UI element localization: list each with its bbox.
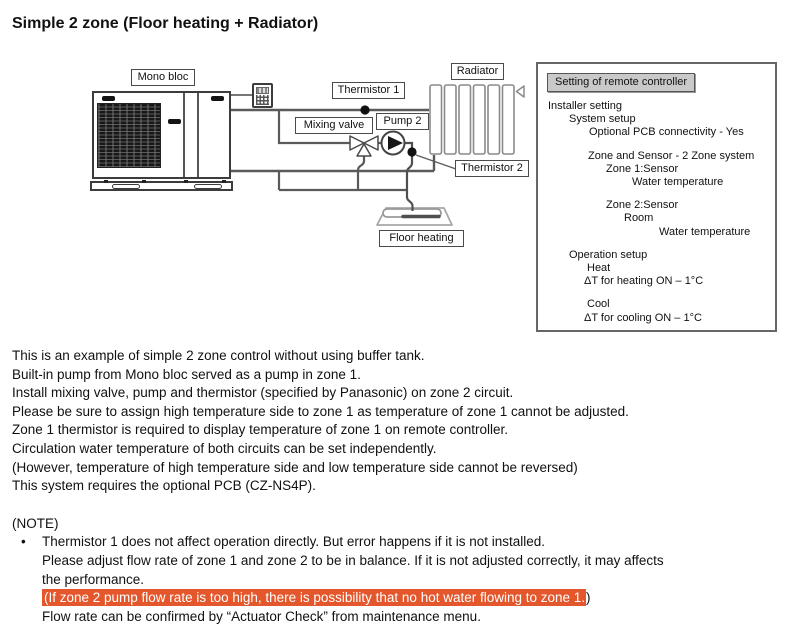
body-line: (However, temperature of high temperatur… bbox=[12, 459, 578, 475]
panel-divider bbox=[183, 93, 185, 177]
highlighted-warning: (If zone 2 pump flow rate is too high, t… bbox=[42, 589, 587, 607]
radiator-bleed-valve-icon bbox=[515, 85, 525, 98]
body-line: Zone 1 thermistor is required to display… bbox=[12, 422, 508, 438]
thermistor2-leader bbox=[415, 154, 457, 170]
note-highlight-line: (If zone 2 pump flow rate is too high, t… bbox=[12, 589, 798, 608]
settings-line: Water temperature bbox=[659, 225, 751, 238]
piping-lineart bbox=[231, 84, 525, 226]
settings-line: Operation setup bbox=[569, 248, 648, 261]
mixing-valve-icon bbox=[349, 135, 379, 157]
system-diagram: Mono bloc Thermistor 1 Mixing valve Pump… bbox=[90, 62, 777, 332]
settings-line: Cool bbox=[587, 298, 610, 311]
bullet-icon: • bbox=[21, 534, 26, 550]
body-line: This system requires the optional PCB (C… bbox=[12, 478, 316, 494]
label-pump2: Pump 2 bbox=[376, 113, 429, 130]
body-line: This is an example of simple 2 zone cont… bbox=[12, 348, 425, 363]
settings-line: Zone 2:Sensor bbox=[606, 199, 679, 212]
description-text: This is an example of simple 2 zone cont… bbox=[12, 347, 798, 626]
note-heading: (NOTE) bbox=[12, 515, 59, 531]
label-thermistor1: Thermistor 1 bbox=[332, 82, 405, 99]
note-line: Thermistor 1 does not affect operation d… bbox=[42, 534, 546, 550]
note-bullet-item: • Thermistor 1 does not affect operation… bbox=[12, 533, 798, 552]
label-radiator: Radiator bbox=[451, 63, 504, 80]
radiator-icon bbox=[429, 84, 515, 155]
settings-line: Heat bbox=[587, 262, 611, 275]
settings-line: ΔT for heating ON – 1°C bbox=[584, 275, 704, 288]
page-title: Simple 2 zone (Floor heating + Radiator) bbox=[12, 15, 319, 32]
label-floor-heating: Floor heating bbox=[379, 230, 464, 247]
remote-controller-icon bbox=[252, 83, 273, 108]
pump-icon bbox=[380, 130, 406, 156]
unit-handle bbox=[211, 96, 224, 101]
pump-outlet-pipe bbox=[404, 141, 414, 211]
settings-lines: Installer setting System setup Optional … bbox=[538, 100, 775, 325]
label-mono-bloc: Mono bloc bbox=[131, 69, 195, 86]
body-line: Circulation water temperature of both ci… bbox=[12, 440, 437, 456]
label-thermistor2: Thermistor 2 bbox=[455, 160, 529, 177]
body-line: Built-in pump from Mono bloc served as a… bbox=[12, 366, 361, 382]
panel-divider bbox=[197, 93, 199, 177]
unit-handle bbox=[168, 119, 181, 124]
settings-panel-header: Setting of remote controller bbox=[547, 73, 696, 92]
note-line: Flow rate can be confirmed by “Actuator … bbox=[42, 608, 481, 624]
settings-line: System setup bbox=[569, 113, 636, 126]
highlight-suffix: ) bbox=[586, 590, 591, 606]
settings-line: ΔT for cooling ON – 1°C bbox=[584, 311, 702, 324]
mono-bloc-base bbox=[90, 180, 233, 191]
note-line: Please adjust flow rate of zone 1 and zo… bbox=[42, 552, 664, 568]
mono-bloc-unit bbox=[92, 91, 231, 179]
unit-handle bbox=[102, 96, 115, 101]
label-mixing-valve: Mixing valve bbox=[295, 117, 373, 134]
valve-stem-pipe bbox=[356, 156, 366, 190]
unit-foot bbox=[194, 184, 222, 189]
body-line: Install mixing valve, pump and thermisto… bbox=[12, 385, 514, 401]
return-pipe bbox=[231, 155, 436, 173]
note-line: the performance. bbox=[42, 571, 145, 587]
settings-line: Optional PCB connectivity - Yes bbox=[589, 126, 744, 139]
fan-grille bbox=[97, 103, 161, 168]
settings-line: Zone 1:Sensor bbox=[606, 162, 679, 175]
settings-line: Water temperature bbox=[632, 176, 724, 189]
thermistor1-dot bbox=[360, 105, 370, 115]
unit-foot bbox=[112, 184, 140, 189]
settings-line: Zone and Sensor - 2 Zone system bbox=[588, 149, 755, 162]
thermistor2-dot bbox=[407, 147, 417, 157]
body-line: Please be sure to assign high temperatur… bbox=[12, 403, 629, 419]
zone2-branch-pipe bbox=[277, 110, 350, 145]
settings-line: Room bbox=[624, 212, 654, 225]
remote-controller-settings-panel: Setting of remote controller Installer s… bbox=[536, 62, 777, 332]
settings-line: Installer setting bbox=[548, 100, 622, 112]
